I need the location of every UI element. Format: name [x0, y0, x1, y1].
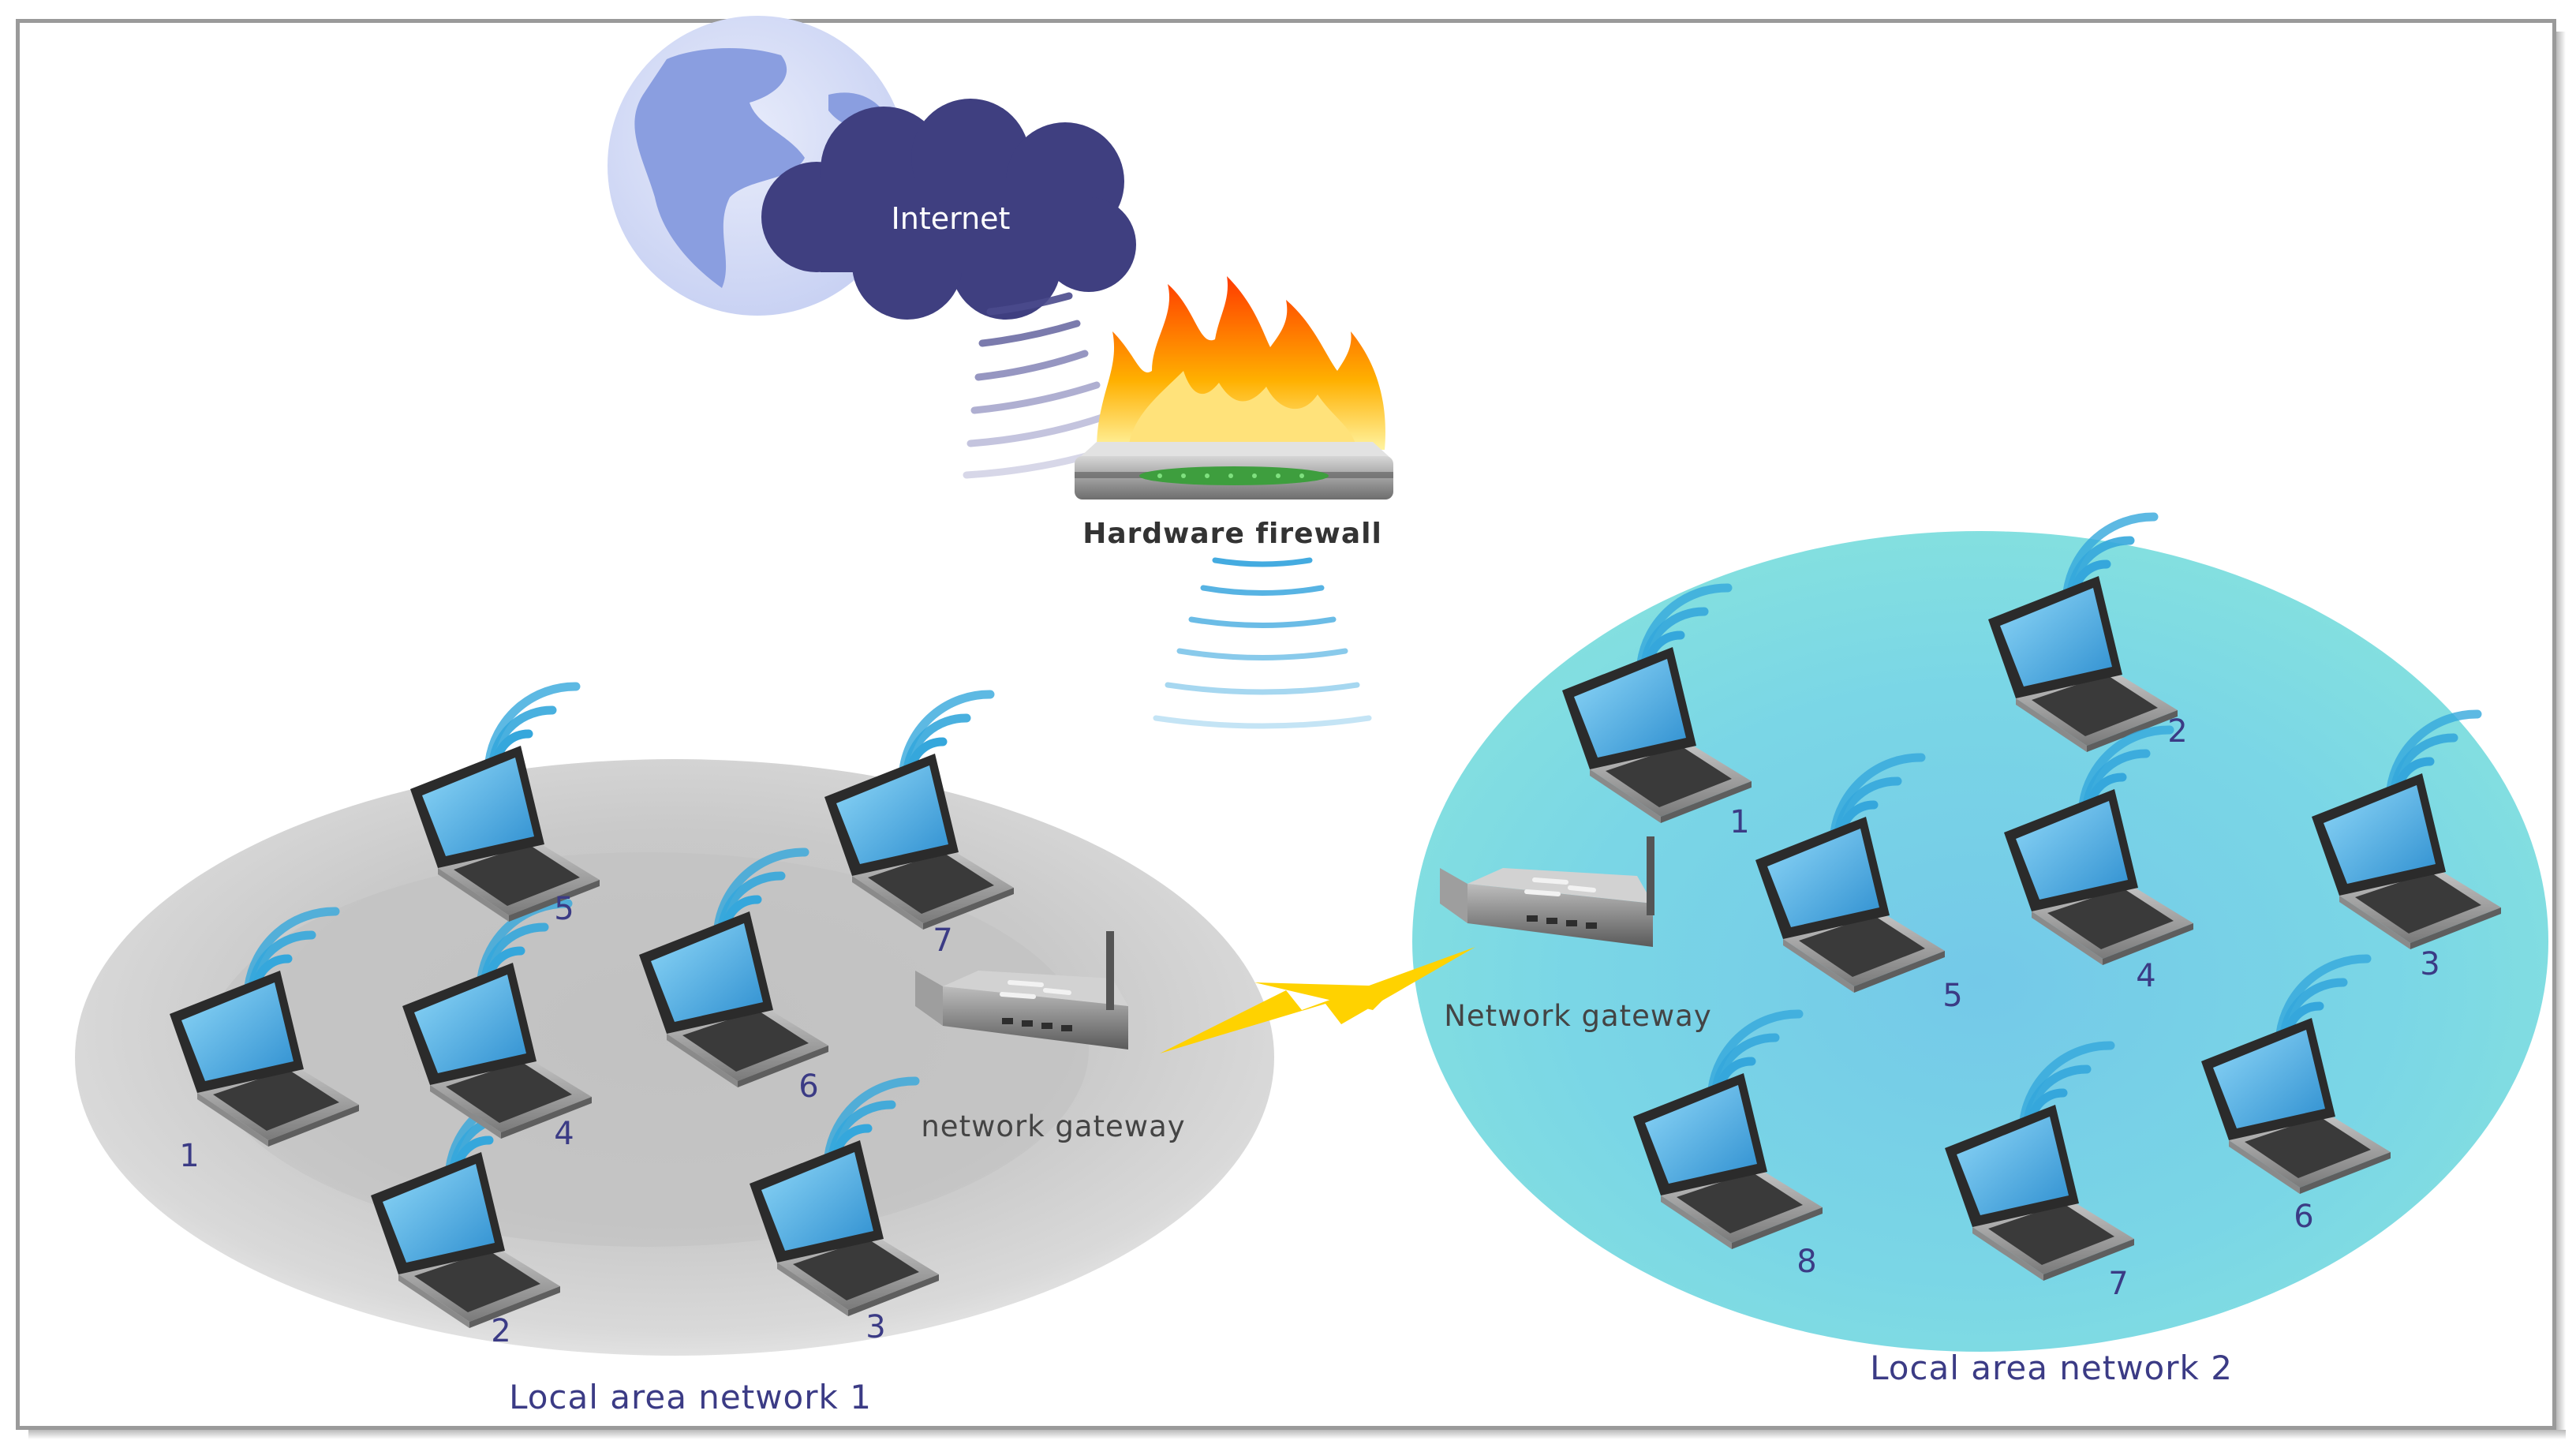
lan2-laptop-3: [2312, 709, 2501, 949]
lan1-laptop-6: [639, 847, 828, 1087]
lan1-laptop-number: 1: [179, 1138, 199, 1174]
lan1-laptops: 1 2 3 4 5 6 7: [170, 682, 1014, 1349]
lan1-gateway-router-icon: [915, 931, 1128, 1050]
firewall-label: Hardware firewall: [1082, 518, 1382, 550]
lan2-laptop-number: 5: [1942, 978, 1962, 1014]
internet-label: Internet: [892, 201, 1011, 236]
lan1-laptop-3: [750, 1076, 939, 1316]
frame-shadow: [28, 1430, 2566, 1439]
lan2-laptop-2: [1988, 512, 2178, 752]
lan2-laptop-number: 1: [1729, 804, 1749, 840]
lan2-laptop-number: 7: [2108, 1266, 2128, 1302]
lan2-laptop-number: 3: [2420, 946, 2440, 982]
lan1-laptop-2: [371, 1088, 560, 1328]
lan2-laptop-8: [1633, 1009, 1823, 1249]
diagram-frame: [16, 19, 2556, 1430]
wifi-signal-icon: [899, 690, 995, 774]
lan1-laptop-number: 2: [491, 1313, 510, 1349]
lan1-laptop-4: [402, 899, 592, 1139]
lan2-gateway-label: Network gateway: [1444, 999, 1712, 1033]
lan1-laptop-number: 6: [798, 1068, 818, 1105]
lan2-laptop-number: 8: [1796, 1244, 1816, 1280]
lan1-label: Local area network 1: [509, 1378, 872, 1416]
lan2-laptop-1: [1562, 583, 1752, 823]
wifi-signal-icon: [484, 682, 581, 766]
lan2-laptop-number: 4: [2136, 958, 2155, 994]
lan2-laptop-number: 6: [2294, 1199, 2313, 1235]
lan1-laptop-5: [410, 682, 600, 922]
lan1-laptop-7: [824, 690, 1014, 930]
wireless-link-lightning: [1160, 947, 1475, 1053]
cloud-icon: [761, 99, 1136, 320]
lan2-gateway-router-icon: [1440, 836, 1654, 947]
lan2-laptop-4: [2004, 725, 2193, 965]
lan1-laptop-number: 7: [933, 922, 952, 959]
lan2-laptop-7: [1945, 1041, 2134, 1281]
firewall-icon: [1075, 276, 1393, 500]
lan1-laptop-number: 3: [866, 1309, 885, 1345]
uplink-signal-waves: [963, 292, 1112, 479]
lan1-zone-inner: [205, 852, 1089, 1247]
downlink-signal-waves: [1153, 557, 1372, 729]
lan2-label: Local area network 2: [1870, 1349, 2233, 1387]
lan2-laptop-5: [1755, 753, 1945, 993]
lan2-laptop-6: [2201, 954, 2391, 1194]
lan1-laptop-number: 5: [554, 891, 574, 927]
lan1-laptop-1: [170, 907, 359, 1147]
frame-shadow: [2556, 32, 2566, 1436]
lan1-laptop-number: 4: [554, 1116, 574, 1152]
lan1-gateway-label: network gateway: [921, 1109, 1185, 1143]
